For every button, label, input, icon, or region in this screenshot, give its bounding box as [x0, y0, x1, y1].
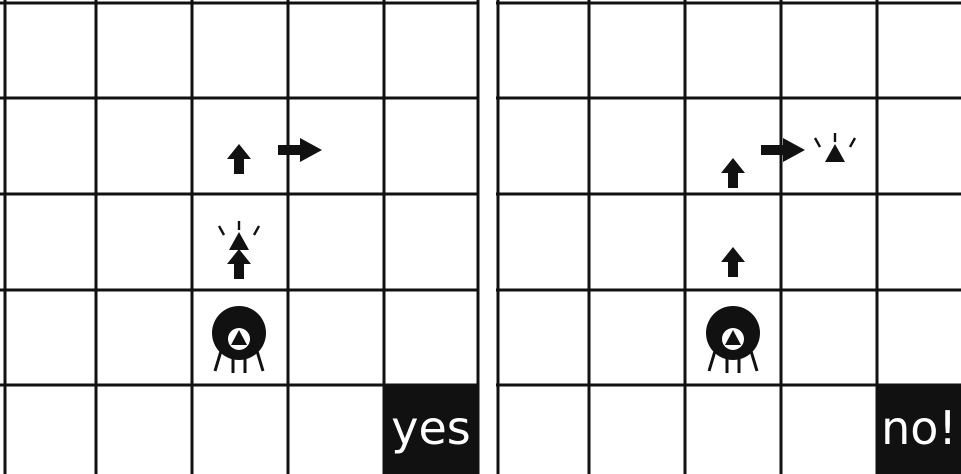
- up-arrow-2-icon: [721, 158, 745, 188]
- robot-with-legs-icon: [706, 306, 760, 373]
- up-arrow-1-icon: [721, 247, 745, 277]
- verdict-text-no: no!: [881, 401, 957, 455]
- sensor-with-rays-icon: [219, 221, 259, 250]
- right-arrow-icon: [278, 138, 322, 162]
- panel-left: yes: [0, 0, 478, 474]
- verdict-label-no: no!: [877, 385, 961, 474]
- verdict-label-yes: yes: [384, 385, 478, 474]
- sensor-with-rays-icon: [815, 133, 855, 162]
- up-arrow-2-icon: [227, 144, 251, 174]
- robot-with-legs-icon: [212, 306, 266, 373]
- right-arrow-icon: [761, 138, 805, 162]
- panel-right: no!: [496, 0, 961, 474]
- verdict-text-yes: yes: [391, 401, 471, 455]
- up-arrow-1-icon: [227, 249, 251, 279]
